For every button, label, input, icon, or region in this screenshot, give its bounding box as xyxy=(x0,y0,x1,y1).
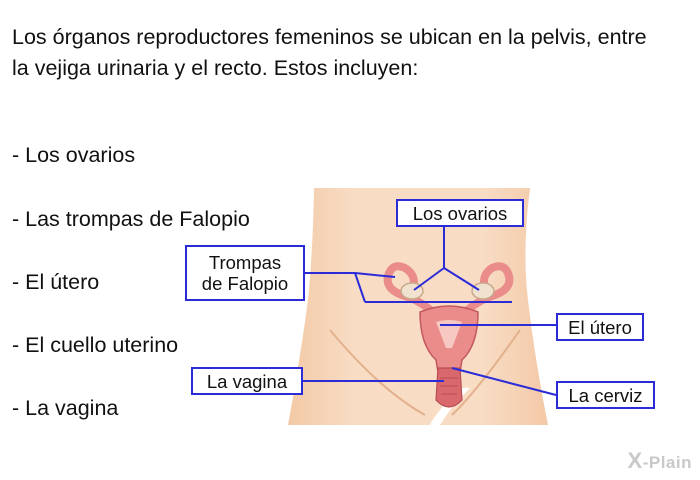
label-vagina-text: La vagina xyxy=(206,371,288,392)
label-vagina: La vagina xyxy=(191,367,303,395)
label-uterus-text: El útero xyxy=(568,317,632,338)
intro-text: Los órganos reproductores femeninos se u… xyxy=(12,25,647,80)
label-fallopian-tubes: Trompas de Falopio xyxy=(185,245,305,301)
groin-line-right xyxy=(451,329,521,416)
list-item-cervix: - El cuello uterino xyxy=(12,333,179,357)
list-item-fallopian-tubes: - Las trompas de Falopio xyxy=(12,207,250,231)
label-uterus: El útero xyxy=(556,313,644,341)
label-tubes-line2: de Falopio xyxy=(201,273,289,294)
uterus-cavity xyxy=(436,320,462,348)
leader-tubes-lower xyxy=(354,272,366,303)
vagina xyxy=(435,367,463,408)
list-item-uterus: - El útero xyxy=(12,270,100,294)
ovary-right xyxy=(471,282,495,300)
leader-cervix xyxy=(451,367,557,396)
logo-x: X xyxy=(627,448,643,473)
logo-text: -Plain xyxy=(642,453,692,472)
xplain-logo: X-Plain xyxy=(628,448,692,474)
list-item-vagina: - La vagina xyxy=(12,396,119,420)
leader-ovaries-right xyxy=(443,267,480,291)
label-tubes-line1: Trompas xyxy=(208,252,282,273)
label-ovaries-text: Los ovarios xyxy=(412,203,508,224)
label-cervix: La cerviz xyxy=(556,381,655,409)
leader-tubes-upper-diag xyxy=(354,272,396,278)
vagina-folds xyxy=(440,377,458,395)
list-item-ovaries: - Los ovarios xyxy=(12,143,136,167)
pelvis-skin xyxy=(288,188,548,425)
label-cervix-text: La cerviz xyxy=(568,385,643,406)
label-ovaries: Los ovarios xyxy=(396,199,524,227)
leader-ovaries-left xyxy=(413,267,445,291)
